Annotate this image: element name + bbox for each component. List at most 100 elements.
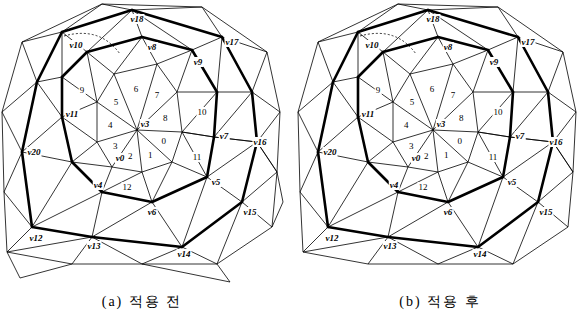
- face-number: 11: [488, 152, 499, 162]
- mesh-edge: [217, 227, 272, 264]
- boundary-edge: [388, 237, 478, 247]
- vertex-label: v5: [507, 177, 518, 187]
- mesh-edge: [408, 130, 433, 167]
- vertex-label: v17: [521, 37, 536, 47]
- face-number: 8: [458, 113, 465, 123]
- boundary-edge: [448, 177, 503, 202]
- vertex-label: v13: [87, 241, 102, 251]
- vertex-label: v11: [65, 109, 80, 119]
- boundary-edge: [61, 77, 64, 117]
- vertex-label: v12: [29, 233, 44, 243]
- mesh-edge: [513, 92, 548, 93]
- mesh-edge: [102, 4, 202, 7]
- vertex-label: v3: [140, 119, 151, 129]
- mesh-edge: [277, 112, 280, 172]
- mesh-edge: [478, 92, 513, 132]
- boundary-edge: [357, 77, 360, 117]
- mesh-edge: [368, 264, 438, 265]
- mesh-edge: [7, 252, 72, 264]
- vertex-label: v5: [211, 177, 222, 187]
- mesh-edge: [568, 172, 573, 227]
- mesh-edge: [468, 162, 503, 177]
- mesh-edge: [388, 202, 448, 237]
- vertex-label: v10: [69, 40, 84, 50]
- mesh-edge: [132, 7, 202, 10]
- vertex-label: v3: [436, 119, 447, 129]
- mesh-edge: [318, 42, 333, 82]
- face-number: 6: [429, 84, 436, 94]
- boundary-edge: [87, 37, 142, 52]
- vertex-label: v8: [147, 42, 158, 52]
- mesh-edge: [2, 42, 22, 112]
- mesh-edge: [182, 132, 214, 137]
- boundary-edge: [358, 10, 428, 32]
- mesh-edge: [182, 132, 207, 177]
- vertex-label: v12: [325, 233, 340, 243]
- mesh-edge: [298, 112, 318, 152]
- mesh-edge: [242, 202, 272, 227]
- mesh-edge: [177, 92, 182, 132]
- mesh-edge: [438, 172, 448, 202]
- mesh-edge: [112, 130, 137, 167]
- mesh-edge: [383, 52, 393, 102]
- vertex-label: v9: [489, 57, 500, 67]
- boundary-edge: [222, 37, 252, 92]
- mesh-edge: [92, 202, 152, 237]
- boundary-edge: [62, 10, 132, 32]
- mesh-edge: [298, 42, 318, 112]
- boundary-edge: [132, 10, 222, 37]
- boundary-edge: [22, 152, 32, 227]
- mesh-edge: [142, 37, 157, 64]
- mesh-edge: [573, 112, 576, 172]
- panel-caption: (b) 적용 후: [398, 294, 481, 310]
- mesh-edge: [473, 50, 488, 92]
- mesh-edge: [142, 264, 217, 265]
- vertex-label: v0: [411, 153, 422, 163]
- vertex-label: v14: [177, 249, 192, 259]
- boundary-edge: [503, 137, 510, 177]
- mesh-edge: [62, 77, 97, 102]
- boundary-edge: [62, 52, 87, 77]
- mesh-edge: [157, 50, 192, 64]
- face-number: 10: [197, 107, 208, 117]
- mesh-panel: [298, 4, 576, 264]
- mesh-edge: [182, 132, 214, 137]
- mesh-edge: [468, 132, 478, 162]
- face-number: 10: [493, 107, 504, 117]
- mesh-edge: [172, 162, 207, 177]
- vertex-label: v6: [443, 207, 454, 217]
- mesh-edge: [152, 162, 172, 202]
- mesh-edge: [538, 202, 568, 227]
- mesh-edge: [473, 92, 513, 93]
- vertex-label: v11: [361, 109, 376, 119]
- mesh-edge: [300, 192, 303, 252]
- mesh-edge: [97, 130, 137, 142]
- mesh-edge: [433, 130, 438, 172]
- mesh-edge: [358, 32, 359, 77]
- mesh-edge: [22, 32, 62, 42]
- mesh-edge: [277, 172, 283, 202]
- dotted-arc: [64, 33, 120, 54]
- mesh-edge: [267, 52, 280, 112]
- boundary-edge: [152, 177, 207, 202]
- face-number: 9: [375, 85, 382, 95]
- mesh-edge: [478, 132, 510, 137]
- mesh-panel: [2, 4, 283, 282]
- boundary-edge: [428, 10, 518, 37]
- mesh-edge: [328, 162, 368, 227]
- face-number: 7: [450, 90, 457, 100]
- face-number: 2: [423, 151, 430, 161]
- vertex-label: v7: [219, 131, 230, 141]
- mesh-edge: [142, 264, 230, 282]
- mesh-edge: [192, 37, 222, 50]
- mesh-edge: [333, 77, 358, 82]
- mesh-edge: [177, 50, 192, 92]
- mesh-edge: [398, 167, 408, 192]
- boundary-edge: [478, 202, 538, 247]
- vertex-label: v15: [243, 207, 258, 217]
- vertex-label: v15: [539, 207, 554, 217]
- boundary-edge: [510, 92, 513, 137]
- mesh-edge: [548, 52, 563, 92]
- mesh-edge: [358, 32, 383, 52]
